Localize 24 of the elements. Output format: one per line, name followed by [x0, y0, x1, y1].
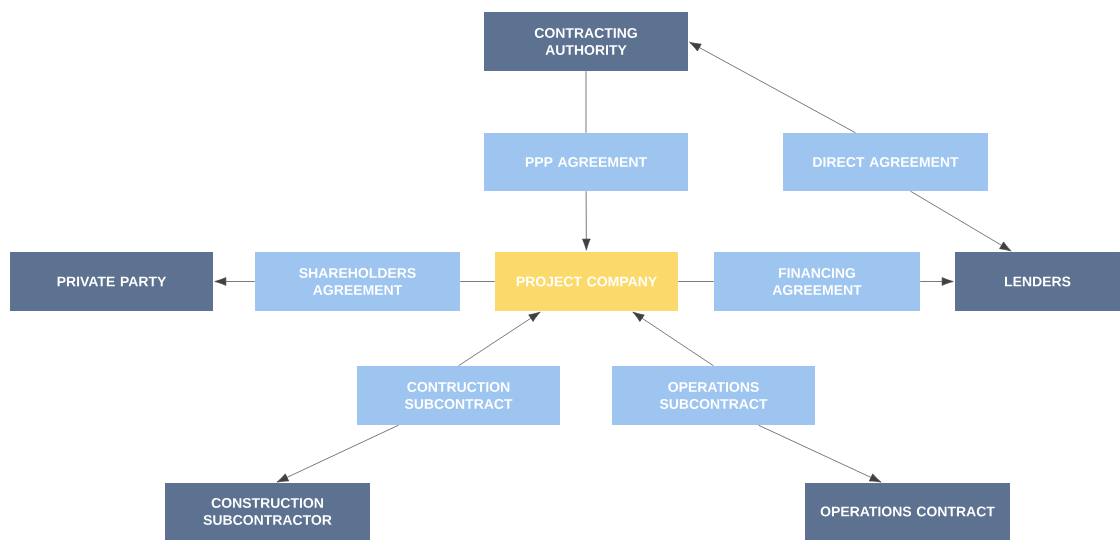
connector-line — [677, 281, 715, 282]
party-box: PRIVATE PARTY — [10, 252, 213, 311]
connector-line — [585, 70, 587, 134]
arrow — [632, 311, 714, 367]
arrow — [214, 277, 256, 286]
arrow — [919, 277, 954, 286]
party-box: CONTRACTING AUTHORITY — [484, 12, 688, 71]
arrow — [276, 424, 399, 483]
connector-line — [459, 281, 496, 282]
agreement-box: FINANCING AGREEMENT — [714, 252, 920, 311]
agreement-box: CONTRUCTION SUBCONTRACT — [357, 366, 560, 425]
arrow — [458, 311, 541, 367]
agreement-box: SHAREHOLDERS AGREEMENT — [255, 252, 460, 311]
arrow — [910, 190, 1012, 252]
arrow — [582, 190, 591, 251]
agreement-box: OPERATIONS SUBCONTRACT — [612, 366, 815, 425]
agreement-box: DIRECT AGREEMENT — [783, 133, 988, 191]
party-box: LENDERS — [955, 252, 1120, 311]
arrow — [758, 424, 882, 483]
company-box: PROJECT COMPANY — [495, 252, 678, 311]
arrow — [689, 41, 856, 134]
agreement-box: PPP AGREEMENT — [484, 133, 688, 191]
party-box: CONSTRUCTION SUBCONTRACTOR — [165, 483, 370, 540]
party-box: OPERATIONS CONTRACT — [805, 483, 1010, 540]
